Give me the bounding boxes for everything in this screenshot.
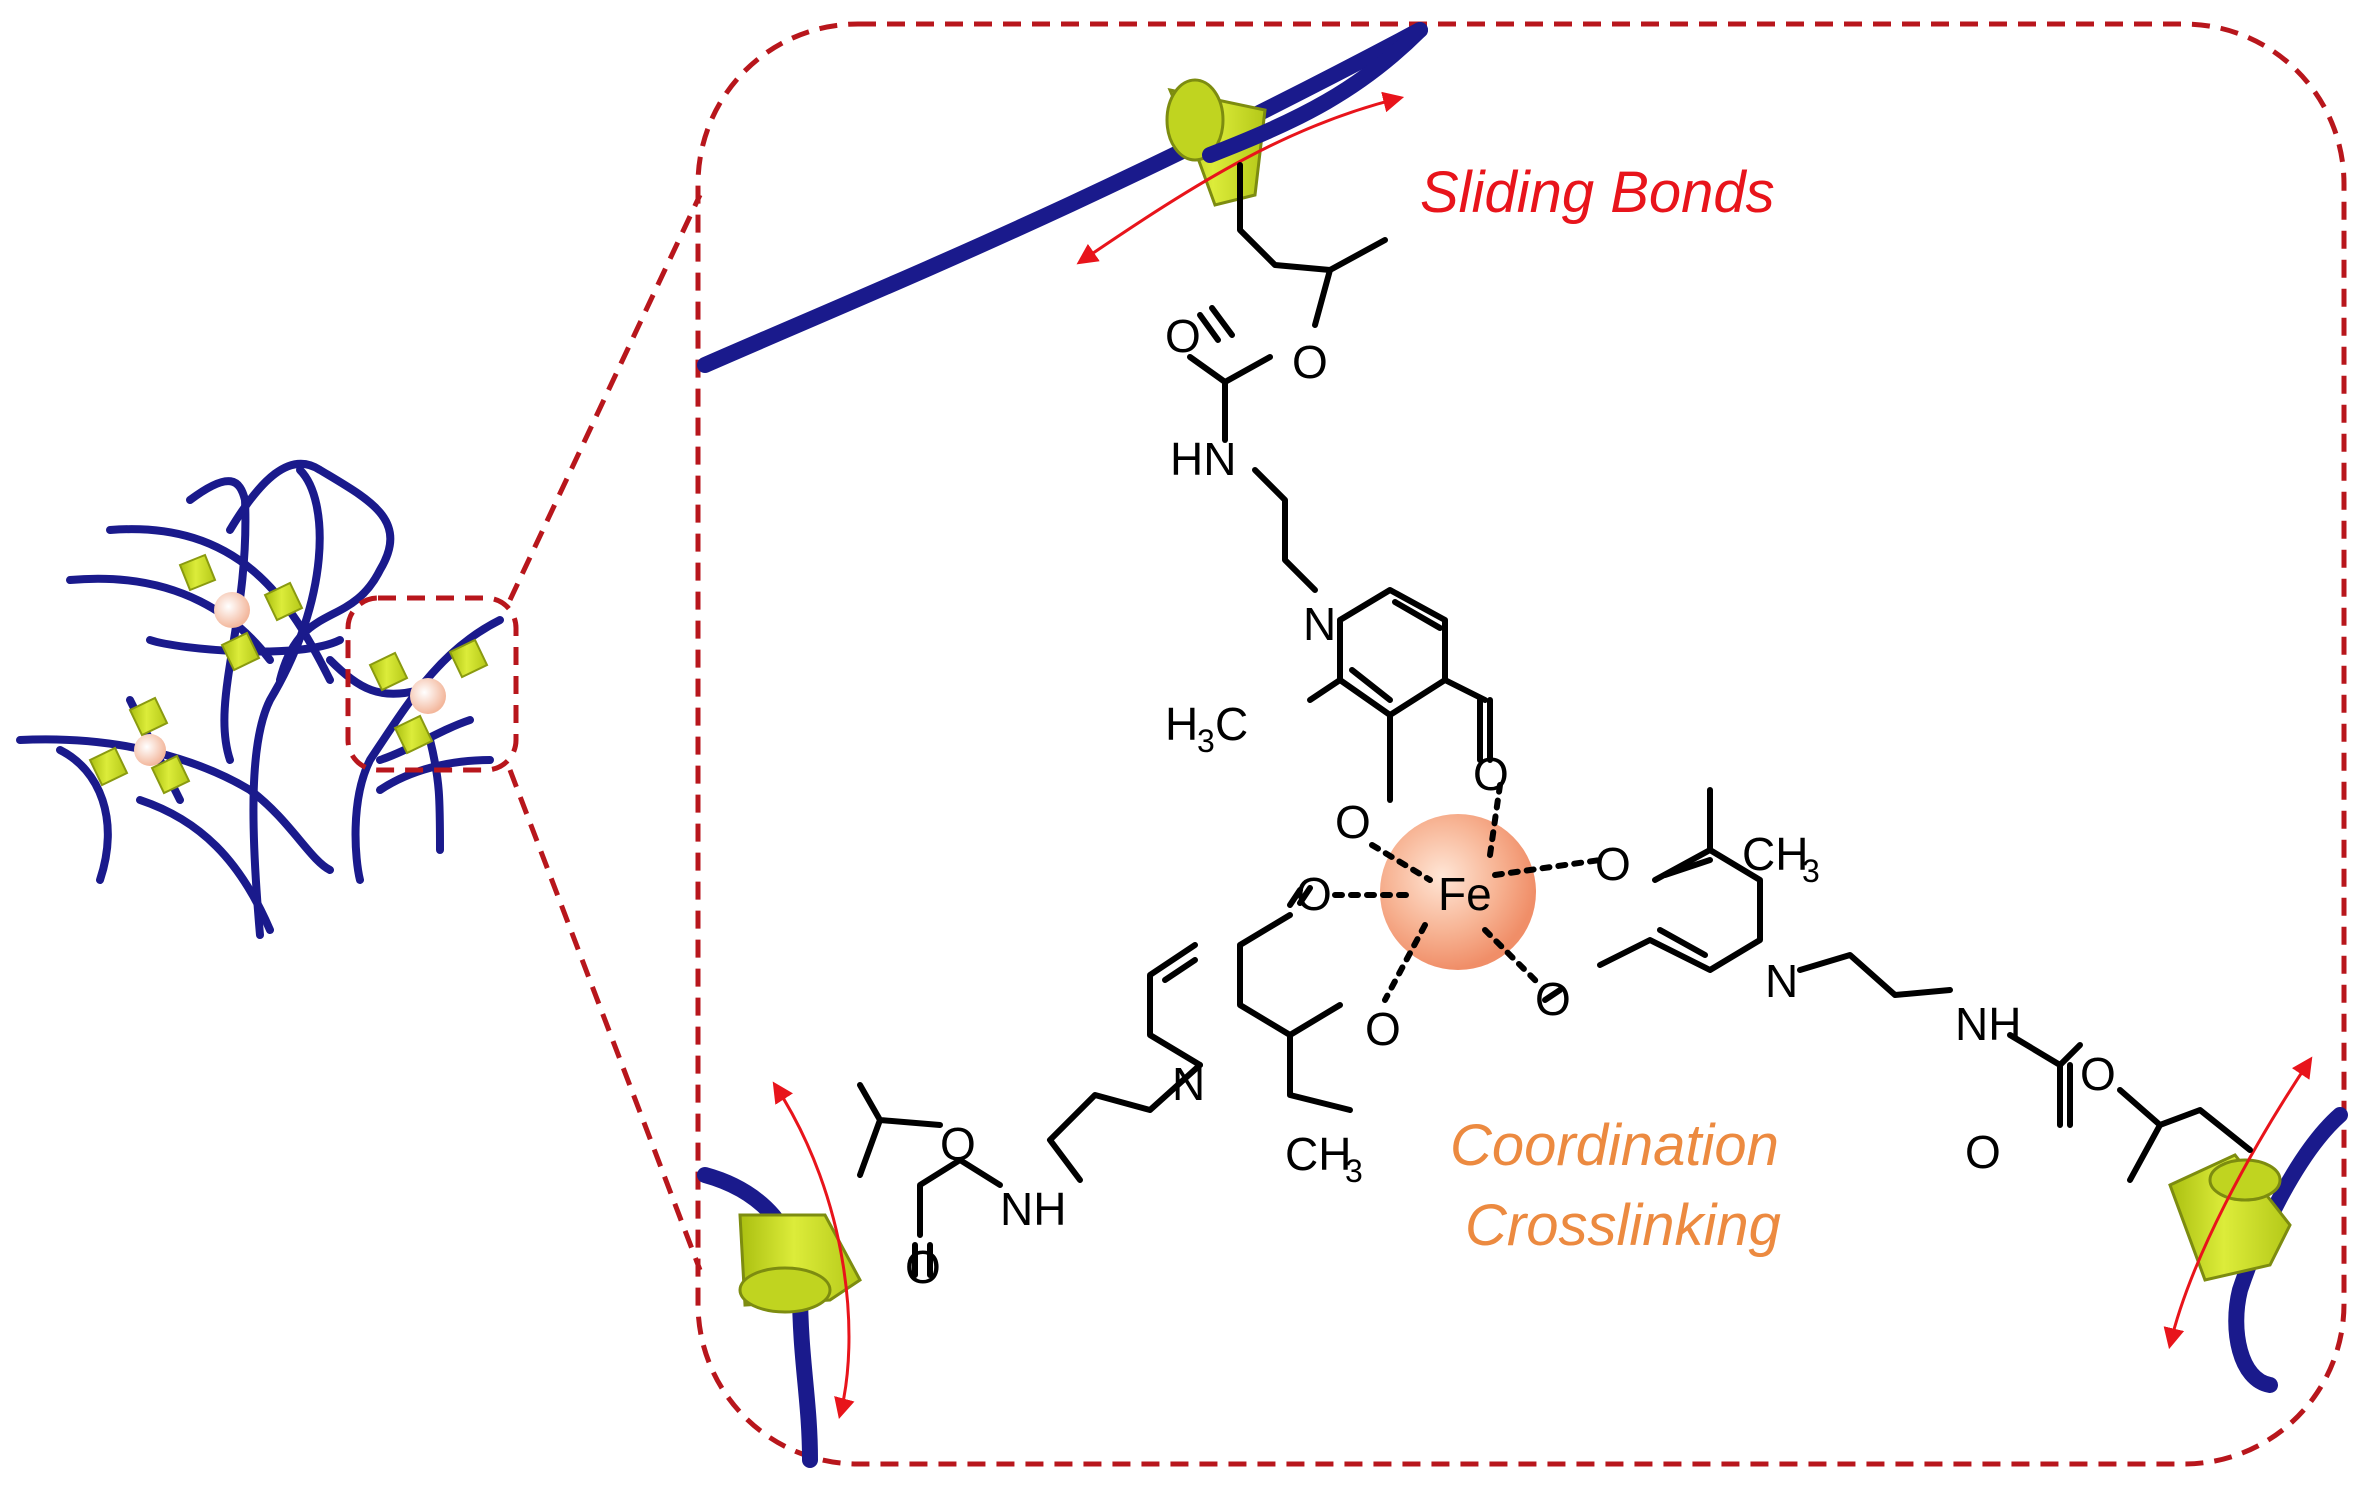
atom-o: O <box>1535 973 1571 1025</box>
polymer-axle <box>697 22 1428 373</box>
cyclodextrin-ring <box>220 631 261 672</box>
polymer-chain <box>186 477 250 764</box>
atom-o: O <box>1165 310 1201 362</box>
sliding-arrow <box>2163 1056 2313 1350</box>
cyclodextrin-ring <box>88 746 129 787</box>
atom-h: H <box>1165 698 1198 750</box>
iron-complex <box>1332 782 1603 1003</box>
atom-fe: Fe <box>1438 868 1492 920</box>
polymer-chain <box>426 736 444 854</box>
atom-o: O <box>1365 1003 1401 1055</box>
polymer-chain <box>326 656 424 698</box>
iron-center-mini <box>214 592 250 628</box>
atom-subscript: 3 <box>1345 1153 1363 1189</box>
cyclodextrin-ring <box>393 714 434 755</box>
atom-subscript: 3 <box>1802 853 1820 889</box>
polymer-chain <box>56 746 112 884</box>
sliding-bonds-label: Sliding Bonds <box>1420 160 1775 225</box>
atom-ch: CH <box>1285 1128 1351 1180</box>
network-overview <box>16 459 519 939</box>
cyclodextrin-ring <box>368 651 409 692</box>
atom-o: O <box>1595 838 1631 890</box>
atom-o: O <box>940 1118 976 1170</box>
atom-n: N <box>1172 1058 1205 1110</box>
atom-ch: CH <box>1742 828 1808 880</box>
atom-nh: NH <box>1000 1183 1066 1235</box>
cyclodextrin-opening <box>738 1266 832 1314</box>
polymer-chain <box>249 466 324 939</box>
polymer-chain <box>376 756 494 794</box>
atom-o: O <box>905 1241 941 1293</box>
polymer-chain <box>226 459 395 684</box>
cyclodextrin-ring <box>263 581 304 622</box>
polymer-chain <box>16 735 334 874</box>
cyclodextrin-ring <box>150 754 191 795</box>
crosslinking-label: Crosslinking <box>1465 1193 1781 1258</box>
atom-c: C <box>1215 698 1248 750</box>
cyclodextrin-ring <box>448 638 489 679</box>
atom-o: O <box>2080 1048 2116 1100</box>
polymer-chain <box>136 796 274 934</box>
sliding-arrow <box>772 1081 855 1420</box>
left-rotaxane <box>697 1081 862 1468</box>
ligand-left <box>857 885 1353 1278</box>
atom-n: N <box>1765 955 1798 1007</box>
atom-o: O <box>1965 1126 2001 1178</box>
polymer-chain <box>66 574 274 664</box>
right-rotaxane <box>2163 1056 2348 1393</box>
atom-subscript: 3 <box>1197 723 1215 759</box>
cyclodextrin-ring <box>178 553 217 592</box>
cyclodextrin-ring <box>128 696 169 737</box>
iron-center-mini <box>134 734 166 766</box>
top-rotaxane <box>697 22 1428 373</box>
coordination-label: Coordination <box>1450 1113 1779 1178</box>
zoom-connector-bottom <box>507 769 703 1271</box>
sliding-arrow <box>1076 91 1405 265</box>
atom-o: O <box>1335 796 1371 848</box>
ligand-right <box>1542 787 2253 1183</box>
atom-n: N <box>1303 598 1336 650</box>
iron-center-mini <box>410 678 446 714</box>
atom-nh: NH <box>1955 998 2021 1050</box>
atom-hn: HN <box>1170 433 1236 485</box>
atom-labels: O O HN N H 3 C O O O Fe O CH 3 O O N N O… <box>905 310 2116 1293</box>
zoom-connector-top <box>507 193 703 602</box>
zoom-detail-box <box>695 21 2347 1467</box>
atom-o: O <box>1296 868 1332 920</box>
zoom-source-box <box>345 595 519 773</box>
atom-o: O <box>1292 336 1328 388</box>
atom-o: O <box>1473 748 1509 800</box>
ligand-top <box>1187 162 1493 803</box>
